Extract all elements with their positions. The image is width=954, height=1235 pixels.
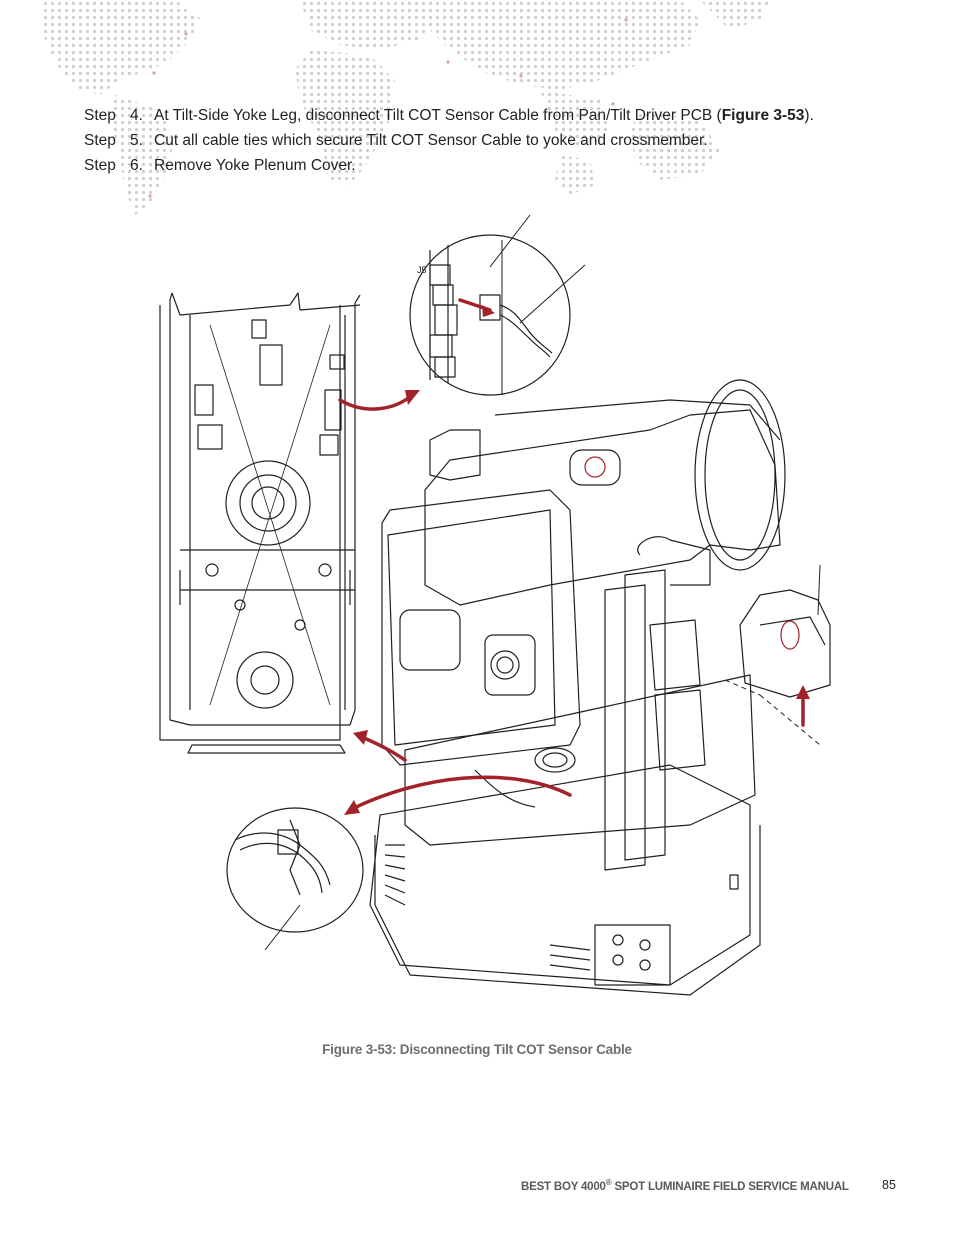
footer-title-rest: SPOT LUMINAIRE FIELD SERVICE MANUAL bbox=[611, 1180, 849, 1193]
step-4: Step 4. At Tilt-Side Yoke Leg, disconnec… bbox=[84, 106, 904, 131]
world-map-background bbox=[40, 0, 770, 215]
footer-manual-title: BEST BOY 4000® SPOT LUMINAIRE FIELD SERV… bbox=[521, 1178, 849, 1193]
connector-label: J5 bbox=[417, 265, 427, 275]
direction-arrows bbox=[338, 298, 805, 812]
cable-tie-detail-callout bbox=[226, 807, 364, 951]
registered-mark: ® bbox=[605, 1178, 612, 1187]
step-text-main: At Tilt-Side Yoke Leg, disconnect Tilt C… bbox=[154, 107, 722, 124]
step-word: Step bbox=[84, 107, 116, 124]
procedure-steps: Step 4. At Tilt-Side Yoke Leg, disconnec… bbox=[84, 106, 904, 181]
step-number: 4. bbox=[130, 107, 143, 124]
step-text: Remove Yoke Plenum Cover. bbox=[154, 157, 356, 174]
step-text-end: ). bbox=[804, 107, 814, 124]
step-text: Cut all cable ties which secure Tilt COT… bbox=[154, 132, 708, 149]
footer-title-main: BEST BOY 4000 bbox=[521, 1180, 606, 1193]
step-5: Step 5. Cut all cable ties which secure … bbox=[84, 131, 904, 156]
technical-illustration: J5 bbox=[159, 214, 831, 996]
step-number: 6. bbox=[130, 157, 143, 174]
step-number: 5. bbox=[130, 132, 143, 149]
step-text: At Tilt-Side Yoke Leg, disconnect Tilt C… bbox=[154, 106, 814, 126]
step-6: Step 6. Remove Yoke Plenum Cover. bbox=[84, 156, 904, 181]
step-word: Step bbox=[84, 132, 116, 149]
arrow-heads bbox=[344, 305, 810, 815]
page-number: 85 bbox=[882, 1178, 896, 1192]
connector-detail-callout bbox=[409, 214, 586, 396]
yoke-plenum-cover bbox=[724, 564, 831, 746]
luminaire-body bbox=[369, 379, 786, 996]
figure-reference-link[interactable]: Figure 3-53 bbox=[721, 107, 805, 124]
figure-caption: Figure 3-53: Disconnecting Tilt COT Sens… bbox=[322, 1042, 632, 1057]
step-word: Step bbox=[84, 157, 116, 174]
yoke-leg-panel bbox=[159, 292, 361, 754]
